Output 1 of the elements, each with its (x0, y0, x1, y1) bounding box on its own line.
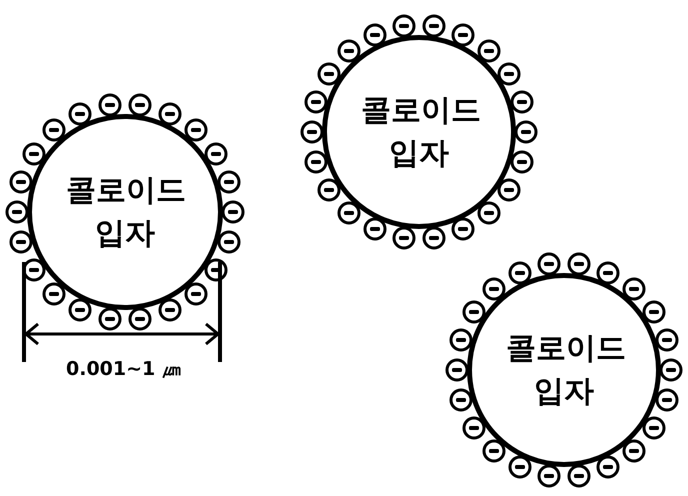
dimension-label: 0.001~1 ㎛ (66, 357, 181, 382)
